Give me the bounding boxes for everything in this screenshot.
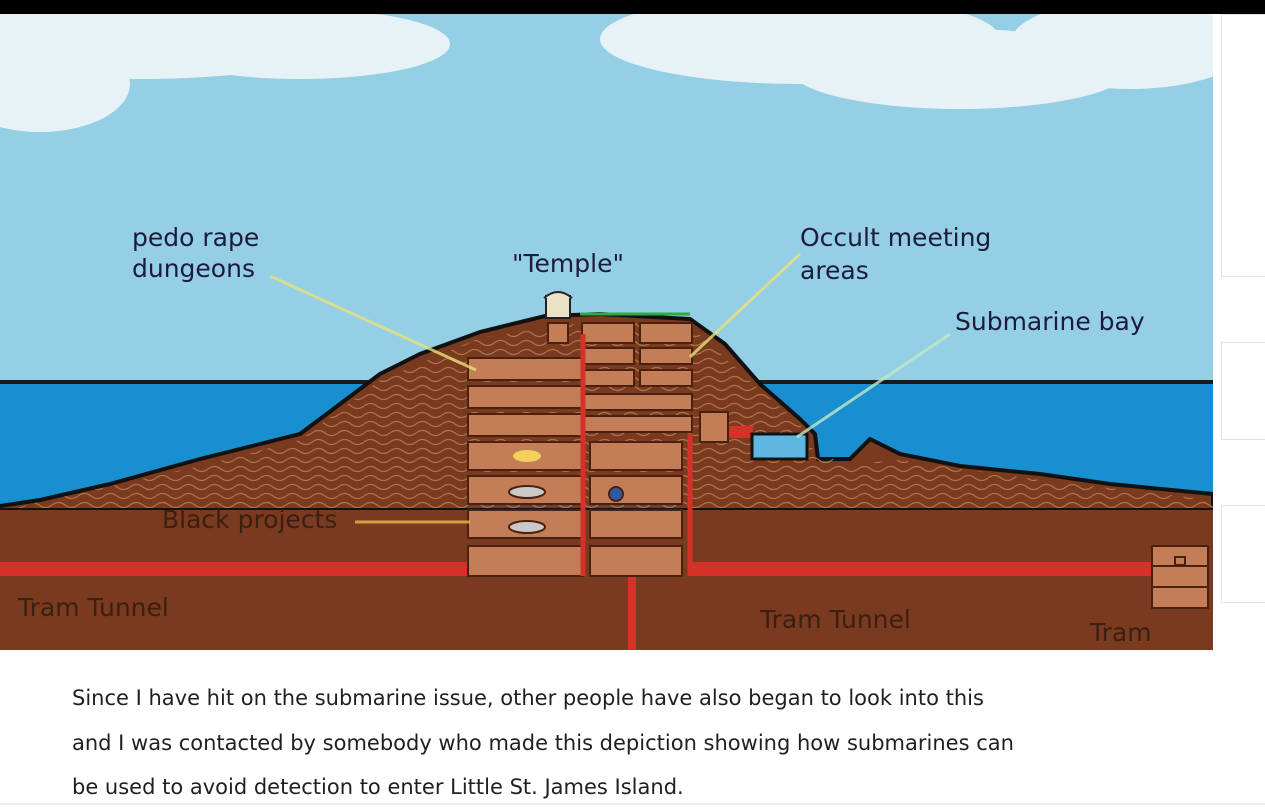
temple <box>543 291 690 319</box>
label-temple: "Temple" <box>512 249 624 278</box>
tram-tunnel-left <box>0 562 468 576</box>
right-complex <box>547 322 693 577</box>
label-black-projects: Black projects <box>162 505 337 534</box>
caption-line-3: be used to avoid detection to enter Litt… <box>72 775 684 799</box>
top-black-bar <box>0 0 1265 14</box>
side-card-3 <box>1221 505 1265 603</box>
left-complex <box>467 357 584 577</box>
tram-car <box>1151 545 1209 609</box>
label-dungeons-line1: pedo rape <box>132 223 259 252</box>
caption-text: Since I have hit on the submarine issue,… <box>72 676 1192 810</box>
label-tram-tunnel-right: Tram Tunnel <box>759 605 911 634</box>
label-occult-line1: Occult meeting <box>800 223 991 252</box>
label-submarine-bay: Submarine bay <box>955 307 1145 336</box>
island-cross-section: pedo rape dungeons "Temple" Occult meeti… <box>0 14 1213 650</box>
submarine-bay-dock <box>750 432 809 461</box>
side-card-2 <box>1221 342 1265 440</box>
caption-line-1: Since I have hit on the submarine issue,… <box>72 686 984 710</box>
label-tram-tunnel-left: Tram Tunnel <box>17 593 169 622</box>
label-dungeons-line2: dungeons <box>132 254 255 283</box>
label-occult-line2: areas <box>800 256 869 285</box>
island-diagram-image: pedo rape dungeons "Temple" Occult meeti… <box>0 14 1213 650</box>
vertical-shaft <box>628 574 636 650</box>
tram-tunnel-right <box>690 562 1155 576</box>
side-card-1 <box>1221 14 1265 277</box>
caption-line-2: and I was contacted by somebody who made… <box>72 730 1014 755</box>
clouds <box>0 14 1213 132</box>
bottom-divider <box>0 803 1265 805</box>
label-tram: Tram <box>1089 618 1152 647</box>
pointer-lines <box>269 252 951 524</box>
